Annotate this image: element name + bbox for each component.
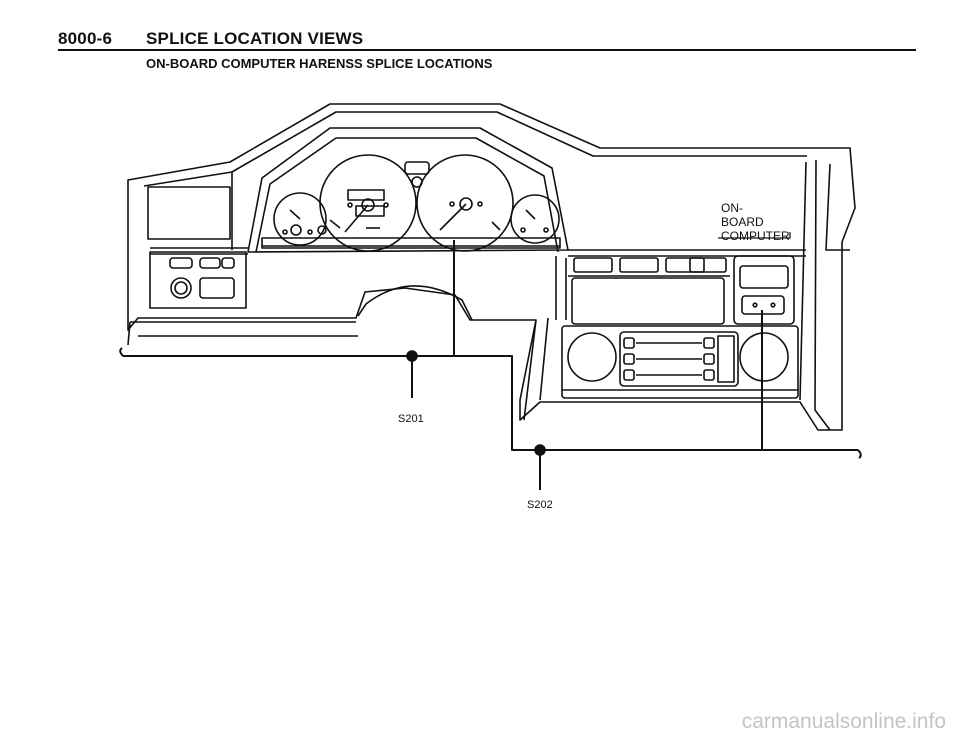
- page-title: SPLICE LOCATION VIEWS: [146, 29, 364, 48]
- title-rule: [58, 49, 916, 51]
- splice-label-s201: S201: [398, 413, 424, 425]
- callout-line-2: BOARD: [721, 215, 764, 229]
- harness-wiring: [119, 240, 862, 490]
- lower-console: [523, 256, 567, 421]
- center-vents: [568, 249, 806, 277]
- page-subtitle: ON-BOARD COMPUTER HARENSS SPLICE LOCATIO…: [146, 56, 493, 71]
- left-switch-panel: [149, 251, 247, 309]
- watermark: carmanualsonline.info: [741, 710, 946, 733]
- splice-node-s202: [534, 444, 546, 456]
- splice-label-s202: S202: [527, 499, 553, 511]
- callout-leader: [718, 232, 791, 239]
- callout-line-3: COMPUTER: [721, 229, 790, 243]
- on-board-computer: [733, 255, 795, 325]
- splice-node-s201: [406, 350, 418, 362]
- radio-display: [561, 277, 799, 399]
- climate-controls: [567, 331, 789, 387]
- instrument-cluster: [247, 127, 569, 253]
- page-code: 8000-6: [58, 29, 113, 48]
- dashboard-outline: [127, 103, 856, 431]
- left-vent: [147, 186, 248, 255]
- callout-line-1: ON-: [721, 201, 743, 215]
